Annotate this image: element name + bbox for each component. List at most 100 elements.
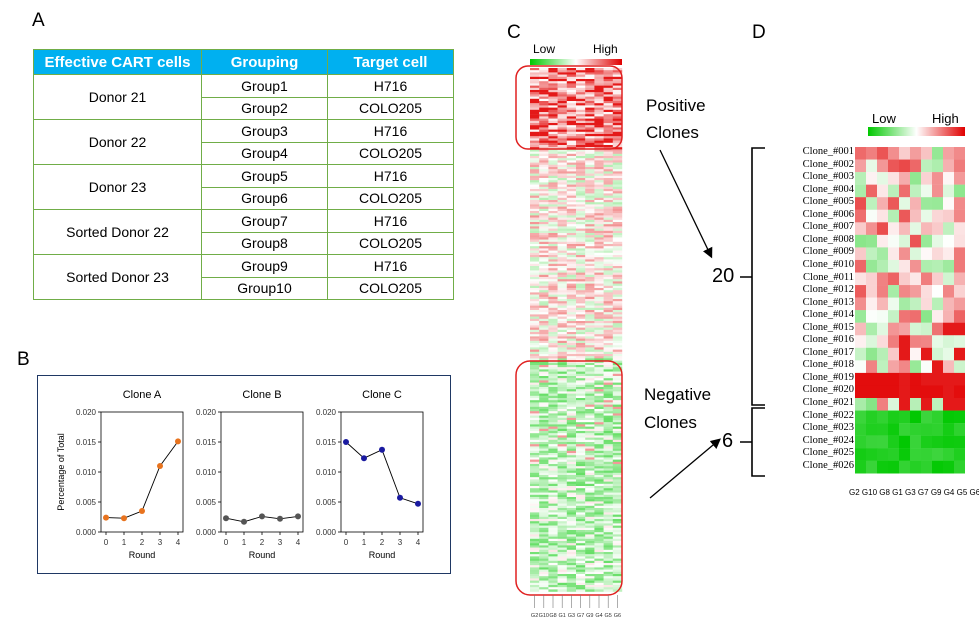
heatmap-cell bbox=[594, 268, 604, 271]
heatmap-cell bbox=[888, 285, 900, 298]
heatmap-cell bbox=[530, 415, 540, 418]
heatmap-cell bbox=[594, 340, 604, 344]
heatmap-cell bbox=[603, 580, 613, 583]
heatmap-cell bbox=[594, 499, 604, 502]
heatmap-cell bbox=[585, 127, 595, 130]
heatmap-cell bbox=[576, 292, 586, 295]
heatmap-cell bbox=[539, 470, 549, 473]
heatmap-cell bbox=[603, 72, 613, 75]
heatmap-cell bbox=[557, 578, 567, 581]
heatmap-cell bbox=[585, 180, 595, 183]
heatmap-cell bbox=[566, 257, 577, 260]
heatmap-cell bbox=[594, 461, 604, 465]
heatmap-c-color-scale bbox=[530, 59, 622, 65]
heatmap-cell bbox=[899, 410, 911, 424]
heatmap-cell bbox=[557, 92, 567, 95]
heatmap-cell bbox=[548, 136, 558, 139]
heatmap-cell bbox=[594, 266, 604, 269]
heatmap-cell bbox=[603, 442, 613, 445]
heatmap-cell bbox=[548, 494, 558, 498]
heatmap-cell bbox=[594, 426, 604, 429]
heatmap-cell bbox=[612, 415, 623, 418]
heatmap-cell bbox=[530, 457, 540, 460]
heatmap-cell bbox=[548, 563, 558, 566]
heatmap-cell bbox=[585, 560, 595, 564]
heatmap-cell bbox=[888, 147, 900, 160]
heatmap-cell bbox=[548, 508, 558, 511]
heatmap-cell bbox=[932, 322, 944, 336]
heatmap-cell bbox=[557, 464, 567, 467]
heatmap-cell bbox=[612, 398, 623, 401]
heatmap-cell bbox=[548, 580, 558, 583]
heatmap-cell bbox=[539, 545, 549, 548]
heatmap-cell bbox=[548, 292, 558, 295]
heatmap-cell bbox=[539, 158, 549, 161]
heatmap-cell bbox=[585, 268, 595, 271]
heatmap-cell bbox=[866, 147, 878, 160]
heatmap-cell bbox=[576, 114, 586, 117]
heatmap-cell bbox=[557, 281, 567, 284]
heatmap-cell bbox=[603, 305, 613, 308]
heatmap-cell bbox=[548, 83, 558, 86]
heatmap-cell bbox=[612, 268, 623, 271]
heatmap-cell bbox=[566, 288, 577, 291]
heatmap-cell bbox=[585, 468, 595, 471]
heatmap-cell bbox=[576, 98, 586, 102]
heatmap-cell bbox=[530, 455, 540, 458]
heatmap-cell bbox=[576, 72, 586, 75]
heatmap-cell bbox=[594, 437, 604, 440]
heatmap-cell bbox=[530, 107, 540, 110]
heatmap-cell bbox=[603, 417, 613, 421]
heatmap-cell bbox=[530, 261, 540, 264]
heatmap-cell bbox=[530, 426, 540, 429]
heatmap-cell bbox=[530, 277, 540, 280]
heatmap-cell bbox=[548, 182, 558, 185]
heatmap-cell bbox=[612, 158, 623, 161]
heatmap-cell bbox=[530, 503, 540, 506]
heatmap-cell bbox=[539, 94, 549, 97]
heatmap-cell bbox=[603, 213, 613, 216]
heatmap-cell bbox=[548, 261, 558, 264]
heatmap-cell bbox=[866, 247, 878, 261]
heatmap-cell bbox=[612, 541, 623, 544]
heatmap-cell bbox=[603, 235, 613, 238]
heatmap-cell bbox=[576, 219, 586, 223]
heatmap-cell bbox=[530, 327, 540, 330]
heatmap-cell bbox=[603, 129, 613, 132]
heatmap-cell bbox=[855, 172, 867, 185]
heatmap-cell bbox=[548, 226, 558, 229]
heatmap-cell bbox=[548, 472, 558, 476]
heatmap-cell bbox=[612, 321, 623, 324]
heatmap-cell bbox=[566, 580, 577, 583]
heatmap-cell bbox=[943, 247, 955, 261]
heatmap-cell bbox=[566, 384, 577, 388]
heatmap-cell bbox=[557, 415, 567, 418]
heatmap-cell bbox=[612, 534, 623, 537]
heatmap-cell bbox=[576, 380, 586, 383]
heatmap-cell bbox=[603, 76, 613, 80]
heatmap-cell bbox=[539, 373, 549, 377]
heatmap-cell bbox=[585, 558, 595, 561]
heatmap-cell bbox=[603, 314, 613, 317]
heatmap-cell bbox=[612, 356, 623, 359]
heatmap-cell bbox=[530, 367, 540, 370]
heatmap-cell bbox=[566, 578, 577, 581]
heatmap-cell bbox=[566, 552, 577, 555]
heatmap-cell bbox=[594, 87, 604, 91]
heatmap-cell bbox=[594, 380, 604, 383]
heatmap-cell bbox=[603, 206, 613, 209]
heatmap-cell bbox=[576, 393, 586, 396]
heatmap-cell bbox=[539, 499, 549, 502]
x-axis-label: Round bbox=[129, 550, 156, 560]
heatmap-cell bbox=[603, 398, 613, 401]
heatmap-cell bbox=[548, 140, 558, 143]
heatmap-cell bbox=[594, 206, 604, 209]
heatmap-cell bbox=[557, 501, 567, 504]
heatmap-cell bbox=[888, 197, 900, 210]
heatmap-cell bbox=[576, 508, 586, 511]
heatmap-cell bbox=[530, 510, 540, 513]
heatmap-cell bbox=[530, 525, 540, 528]
heatmap-cell bbox=[539, 582, 549, 586]
heatmap-cell bbox=[612, 94, 623, 97]
heatmap-cell bbox=[566, 246, 577, 249]
